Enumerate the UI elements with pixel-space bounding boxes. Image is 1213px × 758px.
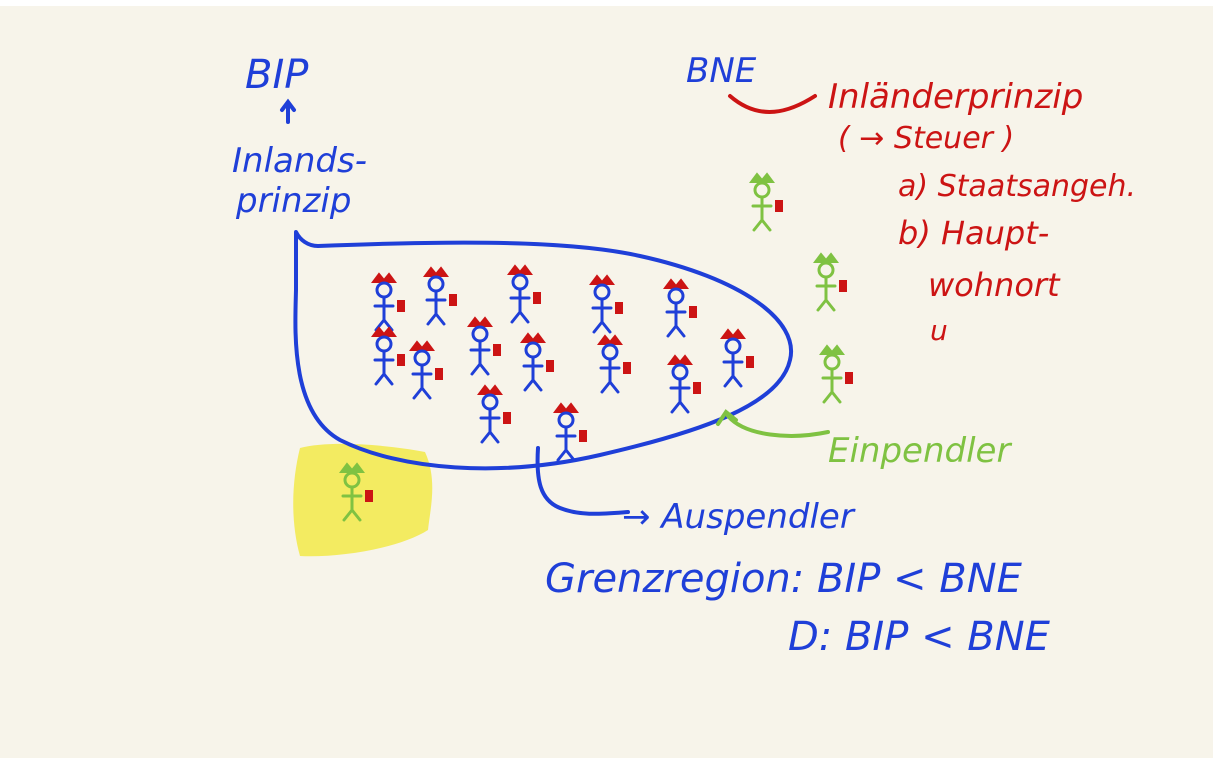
- hauptwohnort-label-2: wohnort: [928, 266, 1061, 304]
- resident-figure: [409, 340, 443, 400]
- hauptwohnort-label-1: b) Haupt-: [898, 214, 1049, 252]
- resident-figure: [507, 264, 541, 324]
- resident-figure: [553, 402, 587, 462]
- residents-group: [371, 264, 754, 462]
- bne-label: BNE: [686, 51, 757, 91]
- resident-figure: [597, 334, 631, 394]
- steuer-label: ( → Steuer ): [838, 121, 1014, 156]
- resident-figure: [371, 272, 405, 332]
- resident-figure: [371, 326, 405, 386]
- deutschland-label: D: BIP < BNE: [788, 614, 1051, 660]
- auspendler-label: → Auspendler: [622, 497, 856, 537]
- auspendler-group: [339, 462, 373, 522]
- einpendler-group: [749, 172, 853, 404]
- arrow-up-icon: [280, 98, 296, 124]
- resident-figure: [423, 266, 457, 326]
- connector-red: [728, 94, 817, 114]
- einpendler-figure: [749, 172, 783, 232]
- grenzregion-label: Grenzregion: BIP < BNE: [545, 556, 1023, 602]
- resident-figure: [477, 384, 511, 444]
- einpendler-arrow: [716, 409, 830, 438]
- einpendler-figure: [813, 252, 847, 312]
- inlandsprinzip-label-1: Inlands-: [232, 141, 367, 181]
- auspendler-figure: [339, 462, 373, 522]
- bip-label: BIP: [245, 52, 309, 98]
- inlandsprinzip-label-2: prinzip: [235, 181, 351, 221]
- einpendler-figure: [819, 344, 853, 404]
- resident-figure: [663, 278, 697, 338]
- resident-figure: [720, 328, 754, 388]
- resident-figure: [667, 354, 701, 414]
- resident-figure: [520, 332, 554, 392]
- resident-figure: [589, 274, 623, 334]
- top-edge: [0, 0, 1213, 6]
- einpendler-label: Einpendler: [828, 431, 1012, 471]
- hauptwohnort-label-3: u: [930, 314, 948, 347]
- resident-figure: [467, 316, 501, 376]
- country-boundary: [293, 230, 794, 471]
- staatsangeh-label: a) Staatsangeh.: [898, 169, 1136, 204]
- highlight-marker: [293, 443, 433, 557]
- inlaenderprinzip-label: Inländerprinzip: [828, 77, 1083, 117]
- auspendler-arrow: [535, 446, 630, 516]
